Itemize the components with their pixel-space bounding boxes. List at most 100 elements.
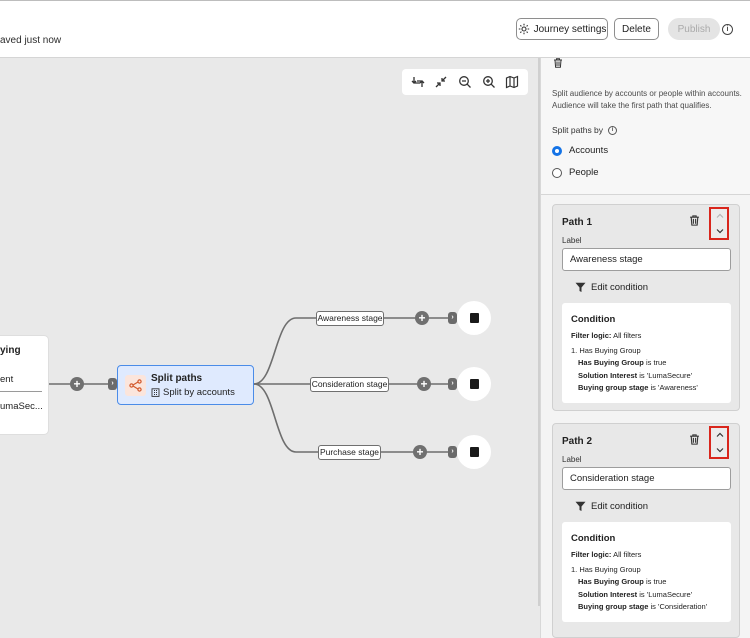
condition-value: is 'Awareness': [650, 382, 698, 392]
delete-button[interactable]: Delete: [614, 18, 659, 40]
condition-value: is 'LumaSecure': [639, 370, 693, 380]
zoom-out-icon[interactable]: [456, 73, 474, 91]
connector-arrow-icon: ›: [448, 312, 457, 324]
path-label-purchase[interactable]: Purchase stage: [318, 445, 381, 460]
edit-condition-button[interactable]: Edit condition: [575, 282, 648, 293]
end-icon: [469, 447, 479, 457]
building-icon: [151, 388, 160, 397]
filter-logic-value: All filters: [613, 550, 642, 559]
add-node-button[interactable]: +: [417, 377, 431, 391]
condition-lines: 1. Has Buying Group Has Buying Group is …: [571, 345, 698, 394]
path-label-input[interactable]: Awareness stage: [562, 248, 731, 271]
filter-logic: Filter logic: All filters: [571, 550, 641, 559]
radio-accounts[interactable]: Accounts: [552, 145, 608, 156]
journey-canvas[interactable]: [0, 58, 540, 638]
condition-key: Solution Interest: [578, 370, 638, 380]
journey-settings-button[interactable]: Journey settings: [516, 18, 608, 40]
filter-logic-key: Filter logic:: [571, 550, 612, 559]
filter-logic-key: Filter logic:: [571, 331, 612, 340]
end-icon: [469, 379, 479, 389]
publish-button[interactable]: Publish: [668, 18, 720, 40]
split-icon: [125, 375, 146, 396]
condition-summary: Condition Filter logic: All filters 1. H…: [562, 303, 731, 403]
path-label-input[interactable]: Consideration stage: [562, 467, 731, 490]
filter-icon: [575, 282, 586, 292]
journey-settings-label: Journey settings: [533, 23, 607, 35]
path-card: Path 1 Label Awareness stage Edit condit…: [552, 204, 740, 411]
connector-arrow-icon: ›: [448, 378, 457, 390]
split-node-subtitle: Split by accounts: [151, 387, 235, 398]
label-caption: Label: [562, 236, 582, 245]
split-paths-node[interactable]: Split paths Split by accounts: [117, 365, 254, 405]
condition-line: Solution Interest is 'LumaSecure': [571, 589, 707, 601]
path-card: Path 2 Label Consideration stage Edit co…: [552, 423, 740, 638]
trash-icon[interactable]: [689, 215, 700, 226]
condition-line: Has Buying Group is true: [571, 357, 698, 369]
edit-condition-label: Edit condition: [591, 282, 649, 293]
panel-settings-section: Split audience by accounts or people wit…: [541, 58, 750, 195]
condition-key: Solution Interest: [578, 589, 638, 599]
radio-unselected-icon[interactable]: [552, 167, 562, 178]
zoom-in-icon[interactable]: [480, 73, 498, 91]
add-node-button[interactable]: +: [415, 311, 429, 325]
trash-icon[interactable]: [553, 58, 563, 68]
condition-lines: 1. Has Buying Group Has Buying Group is …: [571, 564, 707, 613]
fit-to-screen-icon[interactable]: [432, 73, 450, 91]
add-node-button[interactable]: +: [413, 445, 427, 459]
filter-logic-value: All filters: [613, 331, 642, 340]
header: aved just now Journey settings Delete Pu…: [0, 0, 750, 58]
previous-node-line: ent: [0, 374, 14, 385]
previous-node-divider: [0, 391, 42, 392]
condition-title: Condition: [571, 533, 616, 544]
path-label-awareness[interactable]: Awareness stage: [316, 311, 384, 326]
end-node[interactable]: [457, 435, 491, 469]
add-node-button[interactable]: +: [70, 377, 84, 391]
chevron-up-icon[interactable]: [716, 431, 724, 439]
condition-value: is 'Consideration': [650, 601, 708, 611]
label-caption: Label: [562, 455, 582, 464]
split-node-title: Split paths: [151, 373, 203, 384]
condition-line: Buying group stage is 'Awareness': [571, 382, 698, 394]
filter-logic: Filter logic: All filters: [571, 331, 641, 340]
split-paths-by: Split paths by i: [552, 125, 618, 135]
condition-group-line: 1. Has Buying Group: [571, 565, 641, 574]
map-icon[interactable]: [503, 73, 521, 91]
connector-arrow-icon: ›: [108, 378, 117, 390]
previous-node-card[interactable]: ying ent umaSec...: [0, 336, 48, 434]
reorder-controls: [709, 207, 729, 240]
condition-summary: Condition Filter logic: All filters 1. H…: [562, 522, 731, 622]
radio-people[interactable]: People: [552, 167, 599, 178]
gear-icon: [518, 23, 529, 35]
condition-value: is true: [645, 358, 667, 368]
edit-condition-button[interactable]: Edit condition: [575, 501, 648, 512]
trash-icon[interactable]: [689, 434, 700, 445]
info-icon[interactable]: i: [608, 125, 618, 135]
condition-key: Has Buying Group: [578, 358, 644, 368]
split-description: Split audience by accounts or people wit…: [552, 89, 742, 110]
info-icon[interactable]: i: [722, 24, 733, 35]
split-node-subtitle-text: Split by accounts: [163, 387, 235, 398]
radio-selected-icon[interactable]: [552, 145, 562, 156]
connector-arrow-icon: ›: [448, 446, 457, 458]
end-node[interactable]: [457, 301, 491, 335]
condition-line: Has Buying Group is true: [571, 576, 707, 588]
previous-node-line: umaSec...: [0, 401, 43, 412]
radio-people-label: People: [569, 167, 599, 178]
split-paths-by-label: Split paths by: [552, 125, 604, 135]
chevron-up-icon[interactable]: [716, 212, 724, 220]
previous-node-title: ying: [0, 345, 21, 356]
reorient-icon[interactable]: [409, 73, 427, 91]
condition-key: Has Buying Group: [578, 577, 644, 587]
chevron-down-icon[interactable]: [716, 446, 724, 454]
canvas-scrollbar[interactable]: [538, 58, 540, 606]
path-title: Path 2: [562, 436, 593, 447]
save-status: aved just now: [0, 35, 62, 46]
condition-title: Condition: [571, 314, 616, 325]
properties-panel: Split audience by accounts or people wit…: [540, 58, 750, 638]
end-node[interactable]: [457, 367, 491, 401]
chevron-down-icon[interactable]: [716, 227, 724, 235]
reorder-controls: [709, 426, 729, 459]
condition-value: is 'LumaSecure': [639, 589, 693, 599]
path-label-consideration[interactable]: Consideration stage: [310, 377, 389, 392]
end-icon: [469, 313, 479, 323]
